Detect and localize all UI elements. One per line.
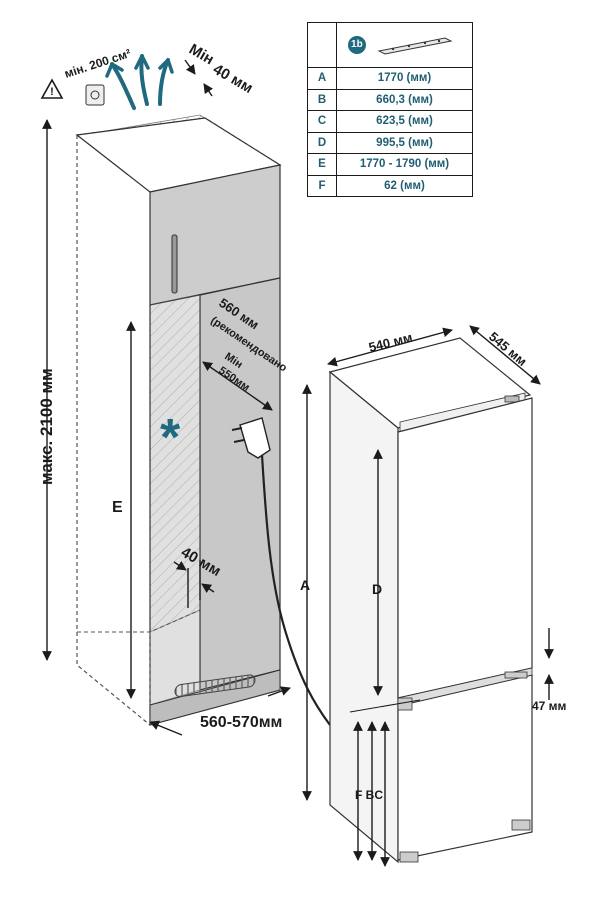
socket-icon bbox=[85, 84, 105, 106]
spec-row: C 623,5 (мм) bbox=[307, 110, 473, 133]
spec-table: 1b A 1770 (мм) B 660,3 (мм) C 623,5 (мм)… bbox=[307, 22, 473, 197]
spec-row: B 660,3 (мм) bbox=[307, 88, 473, 111]
spec-key: C bbox=[307, 110, 337, 133]
fridge-width-label: 540 мм bbox=[367, 330, 414, 355]
appliance-fridge bbox=[328, 337, 533, 864]
fridge-width-dimension bbox=[327, 327, 453, 367]
spec-key: D bbox=[307, 131, 337, 154]
niche-width-label: 560-570мм bbox=[200, 714, 282, 731]
max-height-label: макс. 2100 мм bbox=[37, 368, 56, 485]
asterisk-mark: * bbox=[160, 409, 181, 467]
top-gap-value: 40 мм bbox=[210, 61, 256, 97]
spec-value: 1770 (мм) bbox=[336, 67, 473, 90]
spec-table-header: 1b bbox=[307, 22, 473, 68]
spec-value: 660,3 (мм) bbox=[336, 88, 473, 111]
top-gap-dimension bbox=[184, 59, 213, 97]
plug-icon bbox=[231, 417, 271, 459]
fbc-label: F BC bbox=[355, 788, 383, 802]
spec-row: D 995,5 (мм) bbox=[307, 131, 473, 154]
fridge-depth-dimension bbox=[469, 325, 541, 385]
e-label: E bbox=[112, 499, 123, 516]
d-label: D bbox=[372, 581, 382, 597]
warning-icon: ! bbox=[40, 78, 64, 99]
spec-key: A bbox=[307, 67, 337, 90]
vent-label: мін. 200 см² bbox=[63, 46, 133, 81]
spec-value: 62 (мм) bbox=[336, 174, 473, 197]
spec-row: F 62 (мм) bbox=[307, 174, 473, 197]
mounting-bracket-icon bbox=[377, 37, 453, 55]
side-gap-dimension bbox=[173, 560, 215, 608]
vent-arrows bbox=[105, 54, 174, 110]
spec-value: 1770 - 1790 (мм) bbox=[336, 153, 473, 176]
spec-key: F bbox=[307, 174, 337, 197]
top-gap-label: Мін bbox=[186, 41, 217, 69]
svg-text:!: ! bbox=[50, 86, 54, 98]
spec-row: E 1770 - 1790 (мм) bbox=[307, 153, 473, 176]
cabinet-niche bbox=[75, 114, 282, 726]
spec-row: A 1770 (мм) bbox=[307, 67, 473, 90]
a-label: A bbox=[300, 577, 310, 593]
fridge-depth-label: 545 мм bbox=[486, 329, 530, 369]
spec-value: 995,5 (мм) bbox=[336, 131, 473, 154]
badge-1b: 1b bbox=[347, 36, 366, 54]
spec-key: E bbox=[307, 153, 337, 176]
depth-dimension bbox=[202, 361, 273, 411]
fbc-dimensions bbox=[349, 699, 421, 867]
spec-key: B bbox=[307, 88, 337, 111]
niche-width-dimension bbox=[149, 686, 291, 736]
gap-label: 47 мм bbox=[532, 699, 567, 713]
power-cord bbox=[231, 417, 331, 726]
spec-value: 623,5 (мм) bbox=[336, 110, 473, 133]
